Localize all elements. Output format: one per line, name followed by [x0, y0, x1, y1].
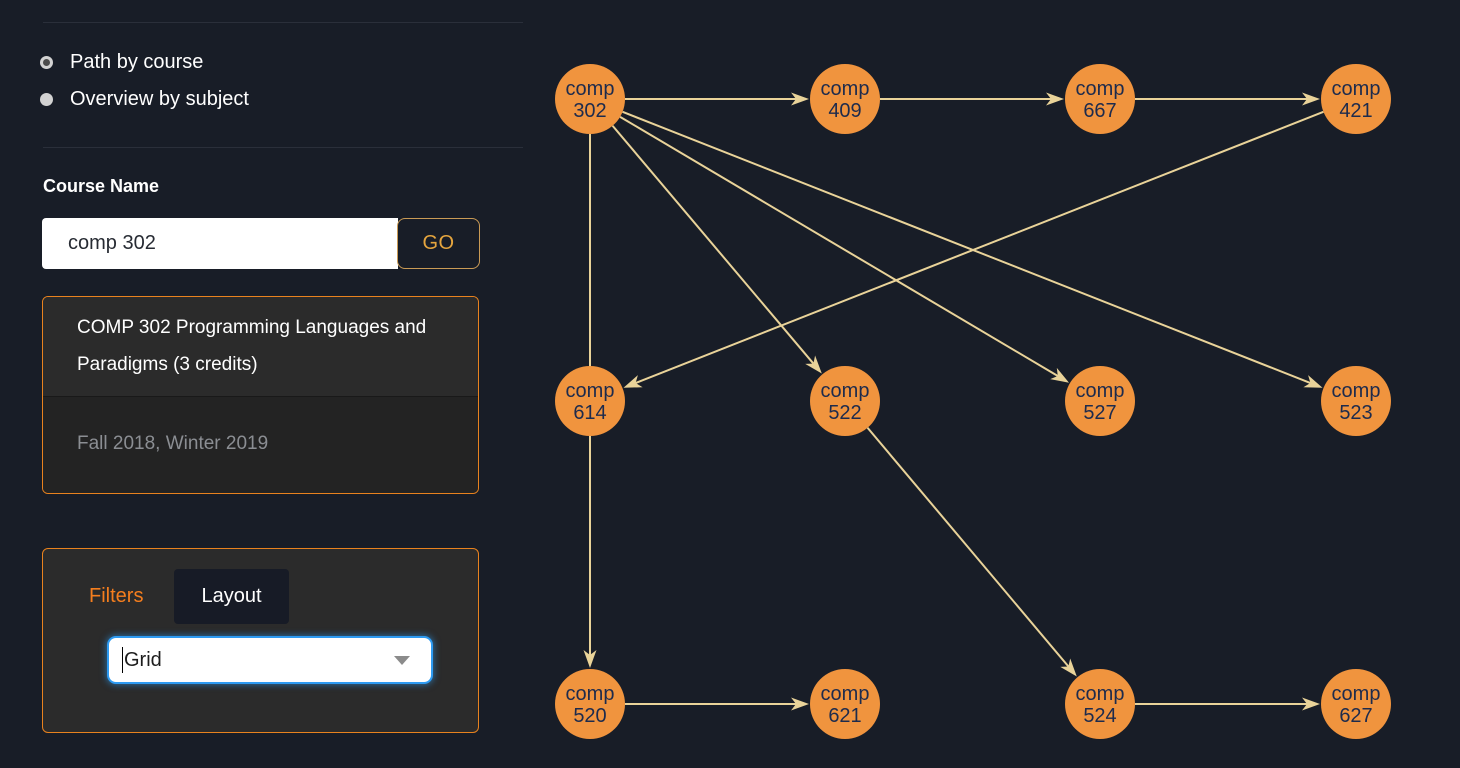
go-button[interactable]: GO [397, 218, 480, 269]
node-comp409[interactable] [810, 64, 880, 134]
arrowhead-comp667-comp421 [1302, 92, 1320, 106]
layout-select-value: Grid [124, 648, 162, 671]
node-comp523[interactable] [1321, 366, 1391, 436]
node-comp527[interactable] [1065, 366, 1135, 436]
arrowhead-comp524-comp627 [1302, 697, 1320, 711]
edge-comp522-comp524 [866, 427, 1070, 668]
mode-option-overview-by-subject[interactable]: Overview by subject [40, 88, 249, 111]
tab-layout[interactable]: Layout [174, 569, 289, 624]
edge-comp302-comp527 [619, 115, 1059, 377]
node-comp614[interactable] [555, 366, 625, 436]
node-comp421[interactable] [1321, 64, 1391, 134]
course-info-card: COMP 302 Programming Languages and Parad… [42, 296, 479, 494]
text-cursor [122, 647, 123, 673]
arrowhead-comp409-comp667 [1046, 92, 1064, 106]
node-comp627[interactable] [1321, 669, 1391, 739]
edge-comp302-comp522 [611, 125, 815, 365]
arrowhead-comp421-comp614 [623, 375, 643, 388]
course-terms: Fall 2018, Winter 2019 [43, 397, 478, 493]
node-comp520[interactable] [555, 669, 625, 739]
node-comp522[interactable] [810, 366, 880, 436]
arrowhead-comp302-comp409 [791, 92, 809, 106]
arrowhead-comp520-comp621 [791, 697, 809, 711]
radio-icon[interactable] [40, 93, 53, 106]
arrowhead-comp302-comp520 [583, 650, 597, 668]
sidebar-top-divider [43, 22, 523, 23]
chevron-down-icon[interactable] [394, 656, 410, 665]
node-comp524[interactable] [1065, 669, 1135, 739]
arrowhead-comp302-comp522 [805, 355, 822, 374]
radio-label: Overview by subject [70, 88, 249, 110]
course-name-label: Course Name [43, 176, 160, 196]
course-title: COMP 302 Programming Languages and Parad… [43, 297, 478, 397]
arrowhead-comp302-comp523 [1303, 375, 1323, 388]
edge-comp421-comp614 [635, 110, 1324, 384]
arrowhead-comp302-comp527 [1050, 367, 1069, 383]
edge-comp302-comp523 [622, 110, 1311, 384]
filters-layout-panel: Filters Layout Grid [42, 548, 479, 733]
node-comp621[interactable] [810, 669, 880, 739]
course-search-input[interactable] [42, 218, 398, 269]
radio-icon[interactable] [40, 56, 53, 69]
mode-option-path-by-course[interactable]: Path by course [40, 51, 203, 74]
radio-label: Path by course [70, 51, 204, 73]
sidebar-section-divider [43, 147, 523, 148]
arrowhead-comp522-comp524 [1060, 658, 1077, 677]
layout-select[interactable]: Grid [109, 638, 431, 682]
node-comp667[interactable] [1065, 64, 1135, 134]
node-comp302[interactable] [555, 64, 625, 134]
tab-filters[interactable]: Filters [89, 585, 144, 607]
